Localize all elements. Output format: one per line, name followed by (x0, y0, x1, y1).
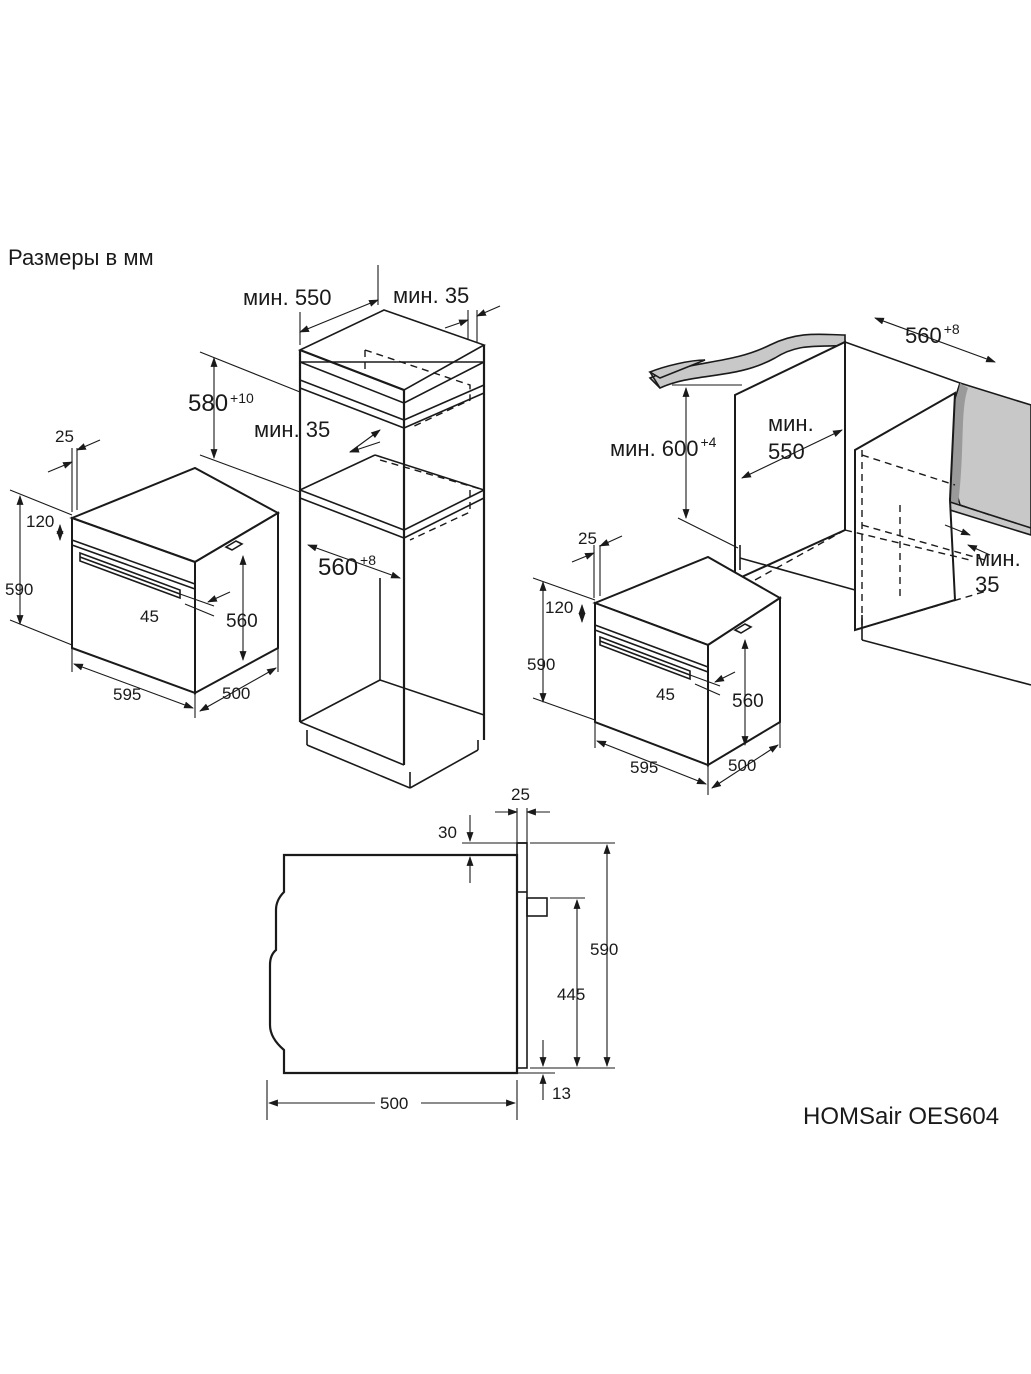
oven-right (592, 555, 782, 767)
dim-30-side: 30 (438, 823, 457, 842)
oven-side-dimensions: 25 30 590 445 13 500 (266, 785, 618, 1120)
dim-45-right: 45 (656, 685, 675, 704)
svg-text:мин. 550: мин. 550 (243, 285, 332, 310)
dim-595: 595 (113, 685, 141, 704)
label-depth-min: мин. (768, 411, 814, 436)
dim-560: 560 (226, 611, 258, 632)
label-min-35-shelf: мин. 35 (254, 417, 330, 442)
svg-text:мин. 600+4: мин. 600+4 (610, 434, 717, 461)
dim-550-counter: 550 (768, 439, 805, 464)
units-label: Размеры в мм (8, 245, 154, 270)
svg-text:мин. 35: мин. 35 (393, 283, 469, 308)
oven-right-dimensions: 25 120 590 45 560 595 500 (527, 529, 781, 795)
dim-25-right: 25 (578, 529, 597, 548)
dim-590-side: 590 (590, 940, 618, 959)
dim-580-tolerance: +10 (230, 390, 254, 406)
oven-side-view (268, 842, 548, 1075)
dim-560-counter-tolerance: +8 (944, 321, 960, 337)
dim-560-niche: 560 (318, 554, 358, 581)
label-gap-min: мин. (975, 546, 1021, 571)
dim-13-side: 13 (552, 1084, 571, 1103)
dim-25-side: 25 (511, 785, 530, 804)
oven-left-dimensions: 25 120 590 45 560 595 500 (5, 427, 279, 718)
svg-text:580+10: 580+10 (188, 390, 254, 417)
dim-500: 500 (222, 684, 250, 703)
under-counter-niche (648, 333, 1031, 686)
svg-text:560+8: 560+8 (318, 552, 376, 581)
dim-560-counter: 560 (905, 323, 942, 348)
tall-cabinet-dimensions: мин. 550 мин. 35 580+10 мин. 35 560+8 (188, 265, 501, 581)
svg-text:560+8: 560+8 (905, 321, 960, 348)
dim-590: 590 (5, 580, 33, 599)
dim-120: 120 (26, 512, 54, 531)
dim-560-niche-tolerance: +8 (360, 552, 376, 568)
dim-45: 45 (140, 607, 159, 626)
dim-550: 550 (295, 285, 332, 310)
dim-600-tolerance: +4 (701, 434, 717, 450)
dim-120-right: 120 (545, 598, 573, 617)
label-min-550-prefix: мин. (243, 285, 289, 310)
dim-25: 25 (55, 427, 74, 446)
label-min-600: мин. 600 (610, 436, 699, 461)
dim-500-side: 500 (380, 1094, 408, 1113)
tall-cabinet (297, 309, 486, 789)
dim-580: 580 (188, 390, 228, 417)
dim-445-side: 445 (557, 985, 585, 1004)
dim-595-right: 595 (630, 758, 658, 777)
dim-35-gap: 35 (975, 572, 999, 597)
dim-35: 35 (445, 283, 469, 308)
dim-560-right: 560 (732, 691, 764, 712)
dim-590-right: 590 (527, 655, 555, 674)
label-min-35-prefix: мин. (393, 283, 439, 308)
dim-500-right: 500 (728, 756, 756, 775)
under-counter-dimensions: 560+8 мин. 600+4 мин. 550 мин. 35 (610, 317, 1021, 597)
model-name: HOMSair OES604 (803, 1103, 999, 1130)
oven-left (69, 466, 281, 695)
